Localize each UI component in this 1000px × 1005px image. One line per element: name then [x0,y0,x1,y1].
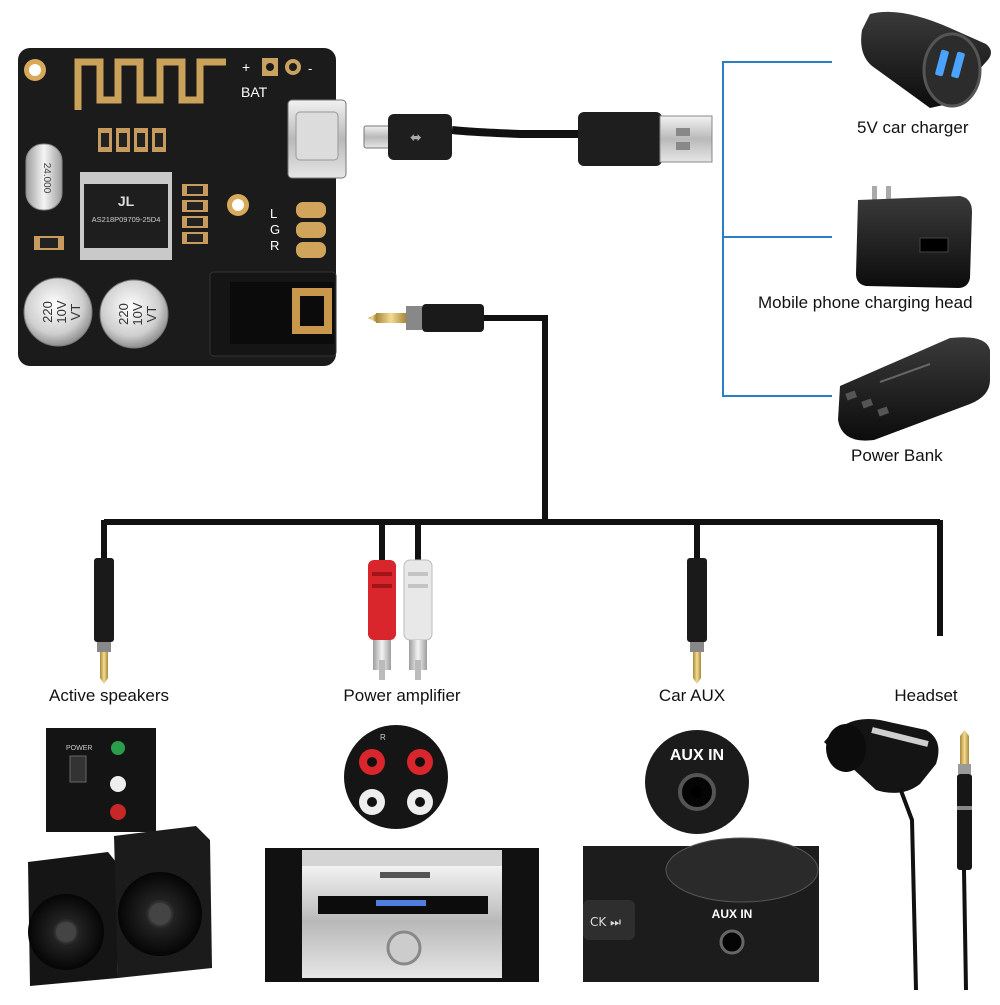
svg-text:220: 220 [40,301,55,323]
bluetooth-audio-board: + BAT - 24.000 JL AS218P09709-25D4 [18,48,347,366]
aux-port-icon: AUX IN CK ⏭ AUX IN [583,730,819,982]
pad-g [296,222,326,238]
rca-plug-white [403,559,433,680]
micro-usb-plug-tip [363,125,391,149]
label-car-aux: Car AUX [658,686,726,705]
label-car-charger: 5V car charger [857,118,969,137]
micro-usb-plug-body [388,114,452,160]
car-charger-icon [861,11,991,108]
smd-components [34,128,208,250]
chip-logo: JL [118,193,135,209]
svg-text:CK ⏭: CK ⏭ [590,915,621,929]
bluetooth-chip: JL AS218P09709-25D4 [80,172,172,260]
wall-charger-icon [856,186,972,288]
rca-panel-label: R [380,733,386,742]
usb-a-plug-body [578,112,662,166]
rca-panel [344,725,448,829]
audio-plug-car-aux [687,558,707,684]
pin-hole [289,63,297,71]
speaker-panel-label: POWER [66,745,92,752]
mount-hole-inner [29,64,41,76]
audio-plug-speakers [94,558,114,684]
speaker-panel [46,728,156,832]
usb-a-plug-tip [659,115,713,163]
crystal-label: 24.000 [41,163,52,194]
label-headset: Headset [894,686,958,705]
pad-r [296,242,326,258]
micro-usb-opening [295,111,339,161]
audio-jack-socket [209,271,337,357]
svg-text:VT: VT [144,306,159,323]
label-power-amplifier: Power amplifier [343,686,461,705]
antenna-trace [74,58,226,110]
usb-icon: ⬌ [410,130,422,146]
svg-text:10V: 10V [54,300,69,323]
rca-plug-red [368,560,396,680]
label-power-bank: Power Bank [851,446,943,465]
pin-g-label: G [270,222,280,237]
speakers-icon: POWER [28,728,212,986]
power-bank-icon [838,337,990,441]
label-wall-charger: Mobile phone charging head [758,293,973,312]
capacitor: 220 10V VT [99,279,169,349]
pad-l [296,202,326,218]
crystal-oscillator [25,143,63,211]
audio-plug-tip [376,313,406,323]
aux-in-label: AUX IN [670,747,724,764]
pin-hole [266,63,274,71]
svg-text:220: 220 [116,303,131,325]
audio-plug-body [422,304,484,332]
chip-label: AS218P09709-25D4 [92,215,161,224]
capacitor: 220 10V VT [23,277,93,347]
svg-text:VT: VT [68,304,83,321]
pin-l-label: L [270,206,277,221]
amplifier-icon: R [265,725,539,982]
earphones-icon [824,718,972,991]
power-bracket [722,61,832,397]
usb-cable-wire [451,126,578,138]
aux-in-label-2: AUX IN [712,907,753,921]
usb-cable: ⬌ [363,112,713,166]
pin-minus-label: - [308,61,312,76]
pin-r-label: R [270,238,279,253]
audio-cable-tree [101,304,943,636]
mount-hole-inner [232,199,244,211]
pin-plus-label: + [242,59,250,75]
label-active-speakers: Active speakers [49,686,169,705]
pin-bat-label: BAT [241,84,268,100]
svg-text:10V: 10V [130,302,145,325]
